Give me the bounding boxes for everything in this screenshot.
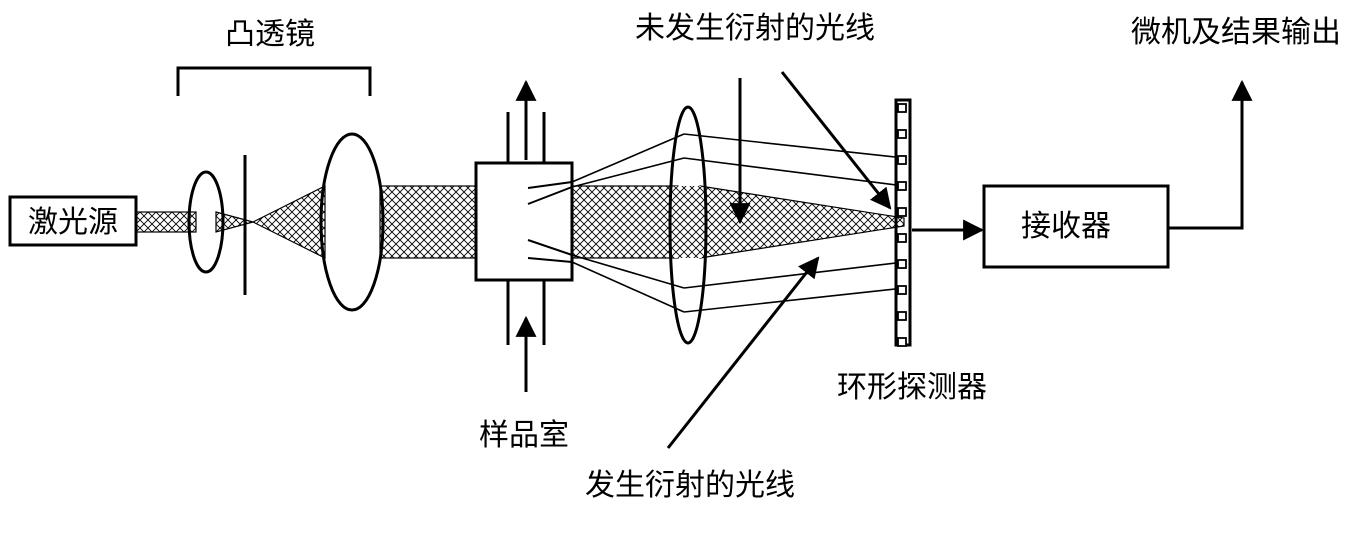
detector-cell [897,155,907,165]
ring-detector: 环形探测器 [837,98,987,405]
detector-cell [897,129,907,139]
receiver-label: 接收器 [1021,209,1111,244]
detector-cell [897,285,907,295]
fourier-lens [668,105,708,345]
small-convex-lens [187,170,225,274]
scatter-rays-in-sample [527,181,573,263]
receiver: 接收器 [912,79,1253,269]
convex-lens-group: 凸透镜 [176,17,385,312]
sample-chamber-label: 样品室 [479,418,569,453]
undiffracted-light-label: 未发生衍射的光线 [635,11,875,46]
laser-source-label: 激光源 [28,205,118,240]
detector-cell [897,337,907,347]
laser-source: 激光源 [8,195,138,247]
detector-cell [897,311,907,321]
output-label: 微机及结果输出 [1131,15,1341,50]
ring-detector-label: 环形探测器 [837,370,987,405]
receiver-output-arrow [1168,79,1253,230]
detector-cells [897,103,907,347]
diffracted-pointer-arrow [666,256,820,449]
convex-lens-bracket [176,66,372,96]
annotations: 未发生衍射的光线 发生衍射的光线 [585,11,892,503]
diffracted-light-label: 发生衍射的光线 [585,468,795,503]
detector-cell [897,233,907,243]
sample-cell [474,161,574,282]
detector-cell [897,181,907,191]
sample-chamber: 样品室 [474,79,574,453]
large-convex-lens [319,132,385,312]
detector-cell [897,259,907,269]
convex-lens-label: 凸透镜 [225,17,315,52]
undiffracted-detector-arrow [780,71,892,210]
detector-cell [897,207,907,217]
laser-beam [135,185,905,259]
detector-cell [897,103,907,113]
